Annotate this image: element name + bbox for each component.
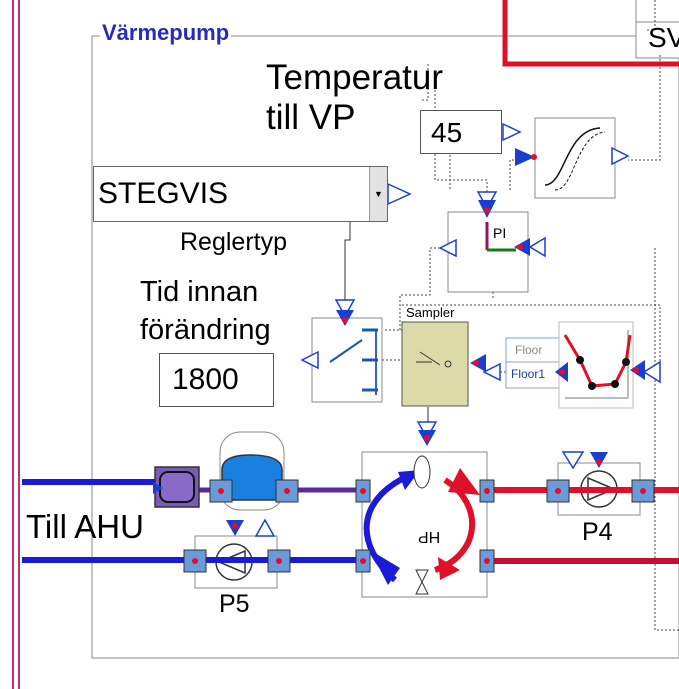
control-type-select[interactable]: STEGVIS ▼ (93, 166, 388, 222)
heat-pump-label: HP (418, 528, 441, 545)
floor-label: Floor (515, 343, 543, 357)
sv-block (635, 0, 679, 23)
fluid-ports (183, 479, 655, 573)
temperature-input[interactable]: 45 (420, 110, 502, 154)
sampler-label: Sampler (406, 305, 455, 320)
group-box (91, 35, 679, 659)
hysteresis-block (534, 117, 616, 199)
pi-label: PI (493, 225, 507, 241)
temperature-label: Temperatur till VP (266, 58, 444, 137)
delay-label: Tid innan förändring (140, 276, 271, 346)
pump-p4-label: P4 (582, 518, 613, 546)
dropdown-arrow-icon[interactable]: ▼ (369, 167, 387, 221)
sampler-block (401, 321, 469, 407)
floor-block (505, 337, 560, 389)
delay-input[interactable]: 1800 (159, 353, 274, 407)
sv-label: SV (648, 22, 679, 53)
curve-block (558, 321, 634, 409)
pump-p5-label: P5 (219, 590, 250, 618)
control-type-label: Reglertyp (180, 228, 287, 256)
group-title: Värmepump (100, 20, 232, 46)
signal-port-dots (232, 154, 639, 529)
outlet-label: Till AHU (26, 508, 144, 545)
floor1-label: Floor1 (511, 367, 546, 381)
top-red-wire (502, 0, 679, 67)
control-type-value: STEGVIS (98, 177, 229, 210)
expansion-tank (221, 454, 283, 501)
